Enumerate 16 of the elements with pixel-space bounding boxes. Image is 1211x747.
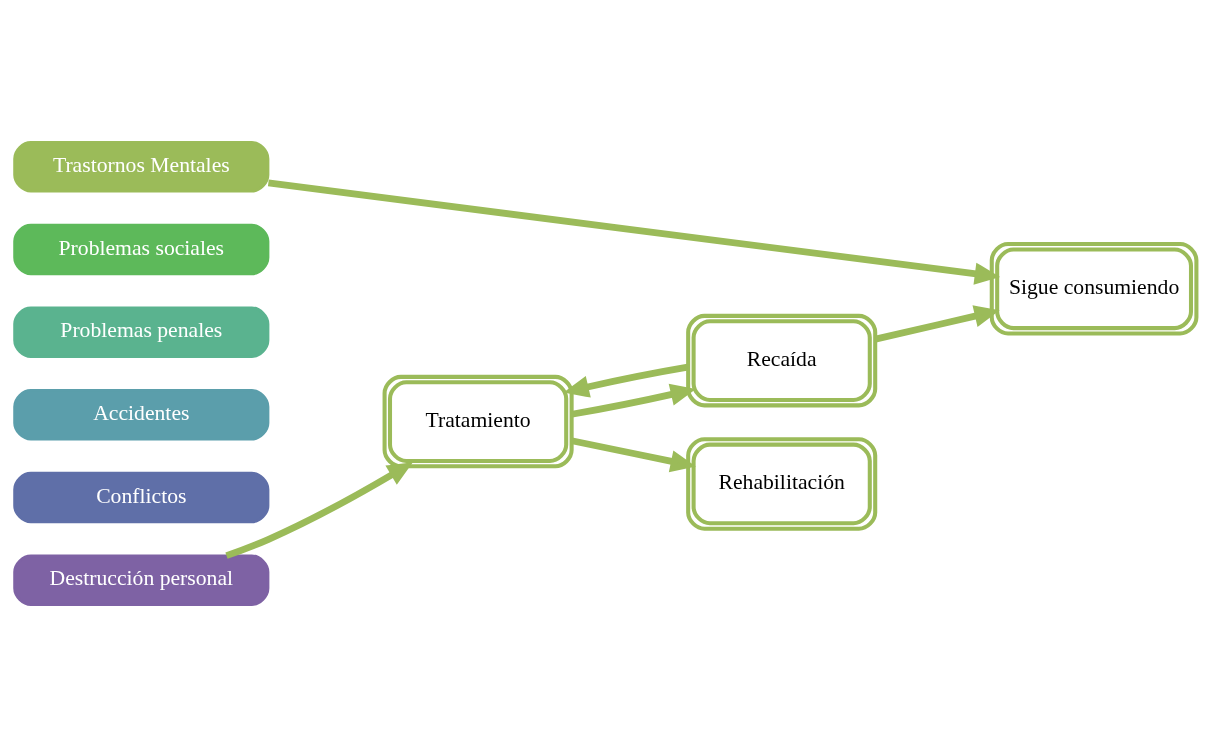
node-box: Sigue consumiendo [989,242,1199,336]
arrow [571,437,696,473]
node-box: Trastornos Mentales [13,141,270,193]
node-box: Problemas penales [13,306,270,358]
node-box: Tratamiento [382,374,574,469]
node-box: Rehabilitación [686,437,878,531]
node-box: Problemas sociales [13,223,270,276]
arrow [225,462,413,559]
arrow [563,363,689,398]
node-box: Accidentes [13,389,270,441]
arrow [874,305,1000,343]
arrow [571,383,696,418]
node-box: Conflictos [13,471,270,524]
node-box: Destrucción personal [13,554,270,606]
arrow [267,179,1001,285]
node-box: Recaída [686,313,878,408]
